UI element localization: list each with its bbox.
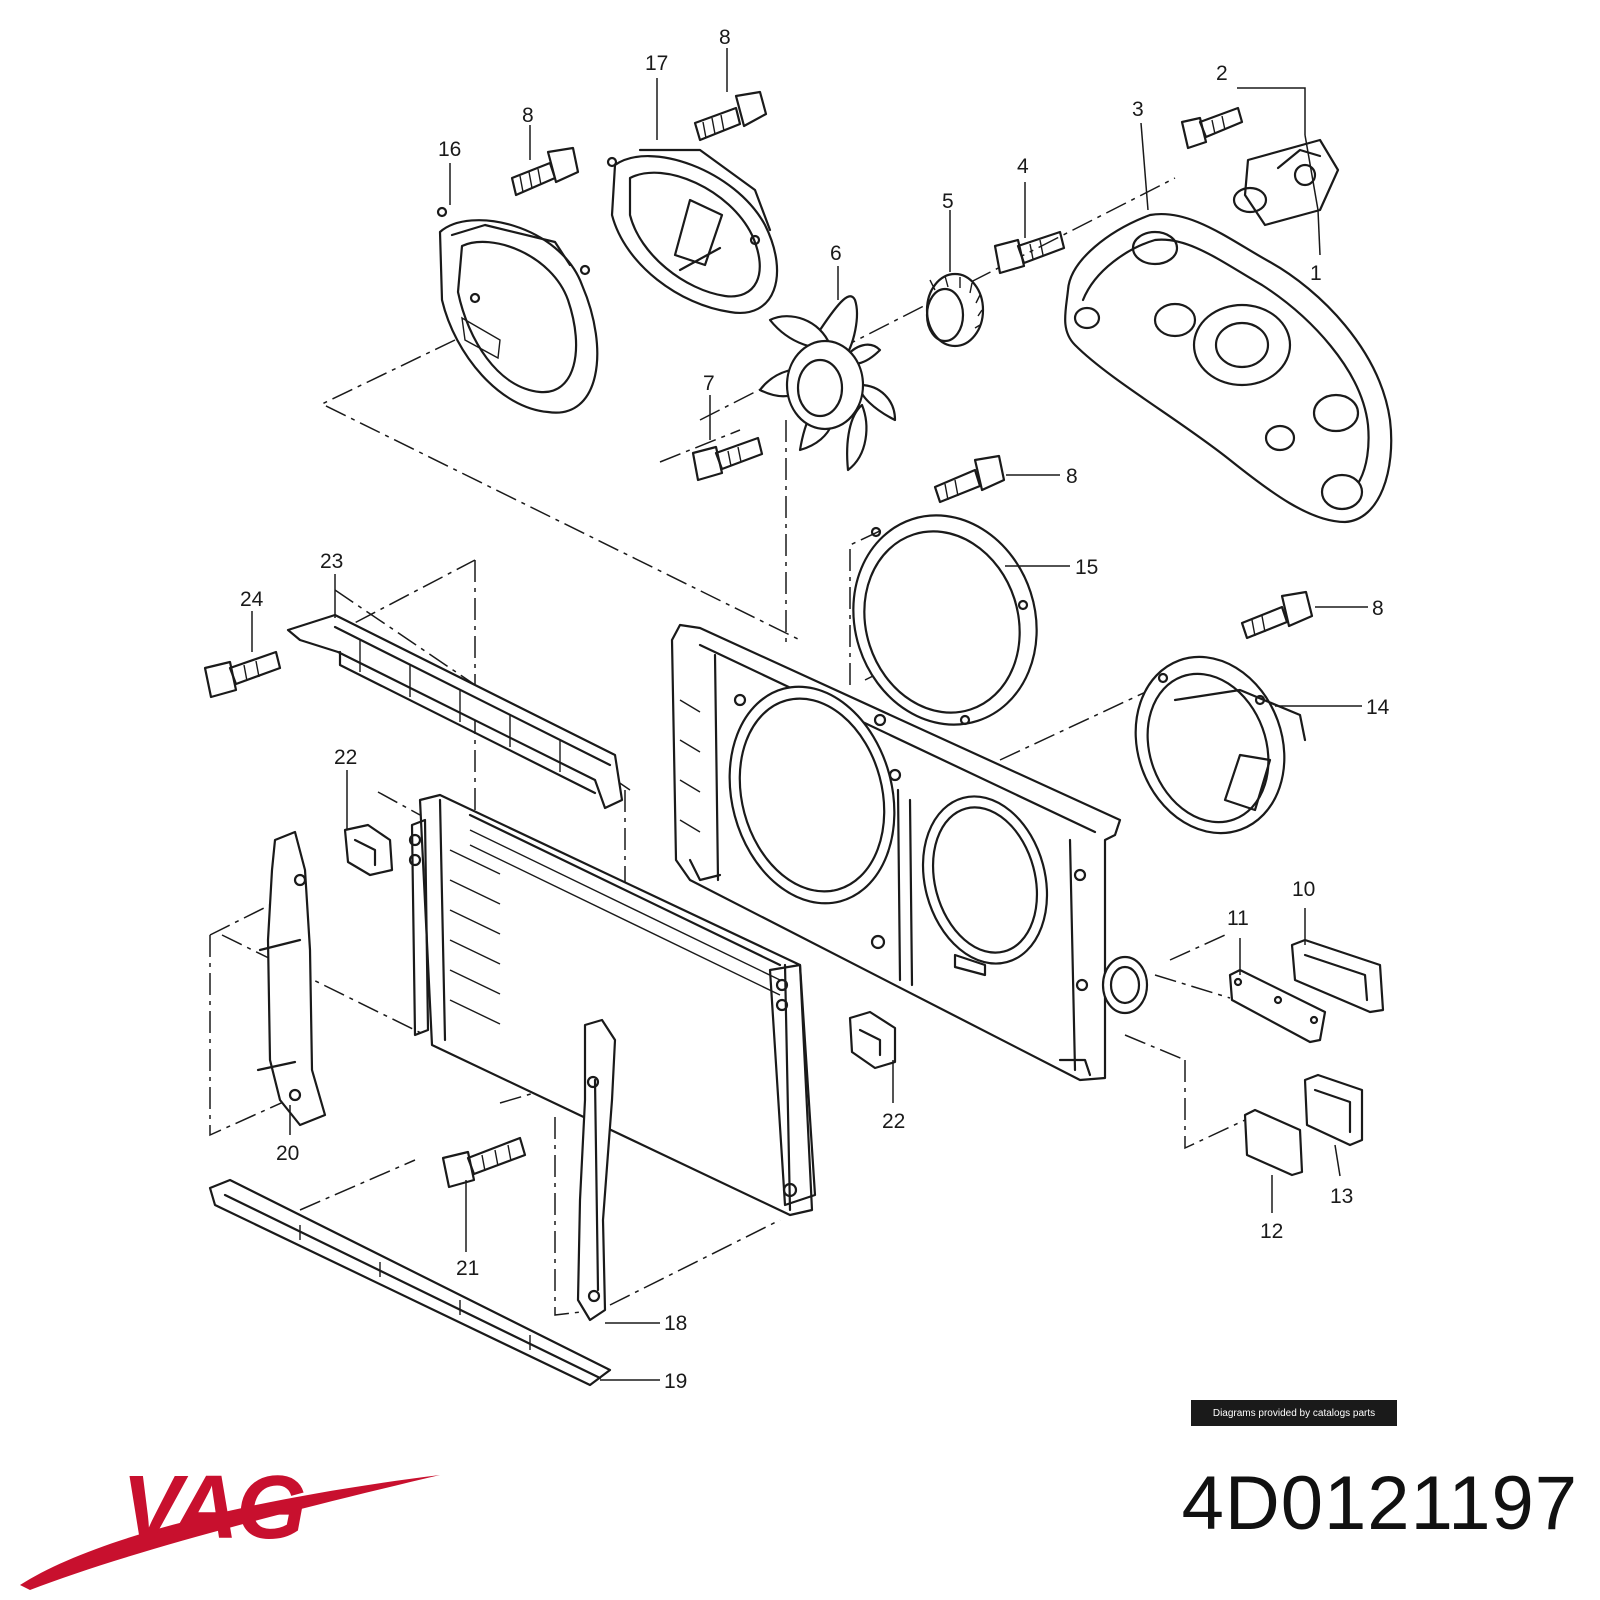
callout-7: 7 xyxy=(703,372,715,395)
bolt-2 xyxy=(1180,106,1244,150)
callout-22-lower: 22 xyxy=(882,1110,905,1133)
bolt-8-top xyxy=(693,90,768,142)
callout-16: 16 xyxy=(438,138,461,161)
callout-8-right: 8 xyxy=(1372,597,1384,620)
part-17-fan-shroud-cage xyxy=(606,148,779,315)
part-14-shroud-cage xyxy=(1134,655,1307,835)
callout-5: 5 xyxy=(942,190,954,213)
callout-24: 24 xyxy=(240,588,264,611)
callout-19: 19 xyxy=(664,1370,687,1393)
bolt-4 xyxy=(993,230,1066,275)
part-13-bracket xyxy=(1303,1073,1364,1147)
part-12-seal xyxy=(1243,1108,1304,1177)
part-22-clip-upper xyxy=(343,823,394,877)
callout-13: 13 xyxy=(1330,1185,1353,1208)
callout-labels: 1 2 3 4 5 6 7 8 8 8 8 10 11 12 13 14 15 … xyxy=(240,26,1390,1393)
callout-21: 21 xyxy=(456,1257,479,1280)
part-23-upper-air-guide xyxy=(286,613,624,810)
callout-14: 14 xyxy=(1366,696,1390,719)
callout-18: 18 xyxy=(664,1312,687,1335)
callout-12: 12 xyxy=(1260,1220,1283,1243)
callout-2: 2 xyxy=(1216,62,1228,85)
callout-1: 1 xyxy=(1310,262,1322,285)
callout-11: 11 xyxy=(1227,907,1249,930)
bolt-8-right xyxy=(1240,590,1314,640)
callout-6: 6 xyxy=(830,242,842,265)
callout-8-left: 8 xyxy=(522,104,534,127)
diagram-credit-badge: Diagrams provided by catalogs parts xyxy=(1191,1400,1397,1426)
bolt-24 xyxy=(203,650,282,699)
part-16-fan-shroud-ring xyxy=(436,206,599,414)
part-1-fan-clutch-unit xyxy=(1232,138,1340,227)
callout-4: 4 xyxy=(1017,155,1029,178)
part-6-fan xyxy=(758,295,897,472)
callout-15: 15 xyxy=(1075,556,1098,579)
part-10-bracket xyxy=(1290,938,1385,1014)
callout-10: 10 xyxy=(1292,878,1315,901)
callout-22-upper: 22 xyxy=(334,746,357,769)
fan-carrier-frame xyxy=(670,623,1149,1082)
part-15-shroud-ring xyxy=(852,514,1038,726)
bolt-7 xyxy=(691,436,764,482)
callout-8-mid: 8 xyxy=(1066,465,1078,488)
radiator xyxy=(408,793,817,1217)
part-3-mounting-bracket xyxy=(1064,212,1393,524)
callout-23: 23 xyxy=(320,550,343,573)
vag-logo: VAG xyxy=(20,1458,440,1590)
part-5-coupling xyxy=(925,272,985,348)
part-19-lower-air-guide xyxy=(208,1178,612,1387)
part-22-clip-lower xyxy=(848,1010,897,1070)
bolt-21 xyxy=(441,1136,527,1189)
part-18-side-air-guide xyxy=(576,1018,617,1322)
vag-logo-text: VAG xyxy=(122,1458,304,1558)
bolt-8-mid xyxy=(933,454,1006,504)
callout-3: 3 xyxy=(1132,98,1144,121)
leader-lines xyxy=(251,48,1368,1381)
bolt-8-left xyxy=(510,146,580,197)
callout-17: 17 xyxy=(645,52,668,75)
part-20-side-air-guide xyxy=(256,830,327,1127)
callout-20: 20 xyxy=(276,1142,299,1165)
callout-8-top: 8 xyxy=(719,26,731,49)
part-number: 4D0121197 xyxy=(1181,1461,1578,1546)
